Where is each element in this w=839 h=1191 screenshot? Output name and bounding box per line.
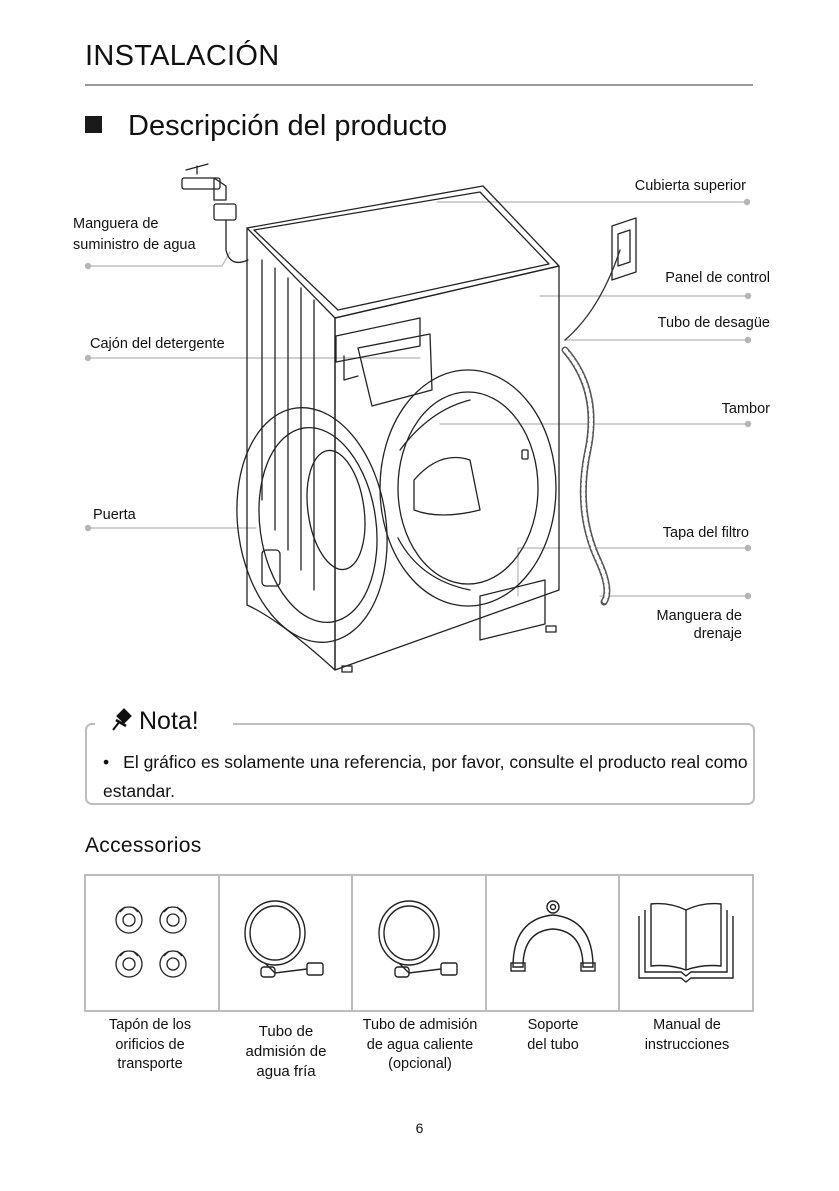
accessories-grid (84, 874, 754, 1012)
cold-water-hose-icon (244, 900, 325, 978)
faucet-icon (181, 163, 249, 264)
callout-top-cover: Cubierta superior (634, 178, 746, 194)
page-title: INSTALACIÓN (85, 40, 280, 72)
callout-water-supply-hose: Manguera de suministro de agua (73, 216, 196, 253)
page-number: 6 (415, 1120, 424, 1136)
hose-bracket-icon (509, 900, 596, 972)
leader-dots (84, 198, 752, 600)
callout-detergent-drawer: Cajón del detergente (90, 336, 225, 352)
hot-water-hose-icon (378, 900, 458, 978)
manual-book-icon (638, 902, 734, 983)
accessory-label-cold-hose: Tubo de admisión de agua fría (245, 1023, 327, 1080)
accessory-label-hot-hose: Tubo de admisión de agua caliente (opcio… (362, 1017, 478, 1072)
section-bullet (85, 116, 102, 133)
accessory-cell-hose-bracket (487, 876, 621, 1010)
drain-hose (561, 249, 621, 606)
note-bullet: • (103, 752, 110, 772)
header-divider (85, 84, 753, 86)
accessory-cell-hot-hose (353, 876, 487, 1010)
section-title: Descripción del producto (128, 110, 448, 142)
washing-machine-diagram (84, 163, 752, 673)
callout-control-panel: Panel de control (665, 270, 770, 286)
accessory-label-hose-bracket: Soporte del tubo (527, 1017, 579, 1053)
callout-door: Puerta (93, 507, 136, 523)
note-title: Nota! (139, 707, 199, 735)
pushpin-icon (112, 708, 132, 731)
callout-filter-cover: Tapa del filtro (662, 525, 749, 541)
callout-drain-hose: Manguera de drenaje (656, 608, 742, 642)
transport-plug-icon (115, 906, 187, 978)
machine-body (236, 185, 560, 673)
accessory-label-manual: Manual de instrucciones (644, 1017, 730, 1053)
callout-drum: Tambor (721, 401, 770, 417)
note-text: •El gráfico es solamente una referencia,… (103, 748, 753, 806)
note-body: El gráfico es solamente una referencia, … (103, 752, 748, 801)
callout-drain-pipe: Tubo de desagüe (657, 315, 770, 331)
accessory-cell-manual (620, 876, 752, 1010)
accessories-title: Accessorios (85, 834, 202, 857)
accessory-cell-transport-plugs (86, 876, 220, 1010)
accessory-cell-cold-hose (220, 876, 354, 1010)
accessory-label-transport-plugs: Tapón de los orificios de transporte (108, 1017, 192, 1072)
note-box (85, 723, 755, 805)
